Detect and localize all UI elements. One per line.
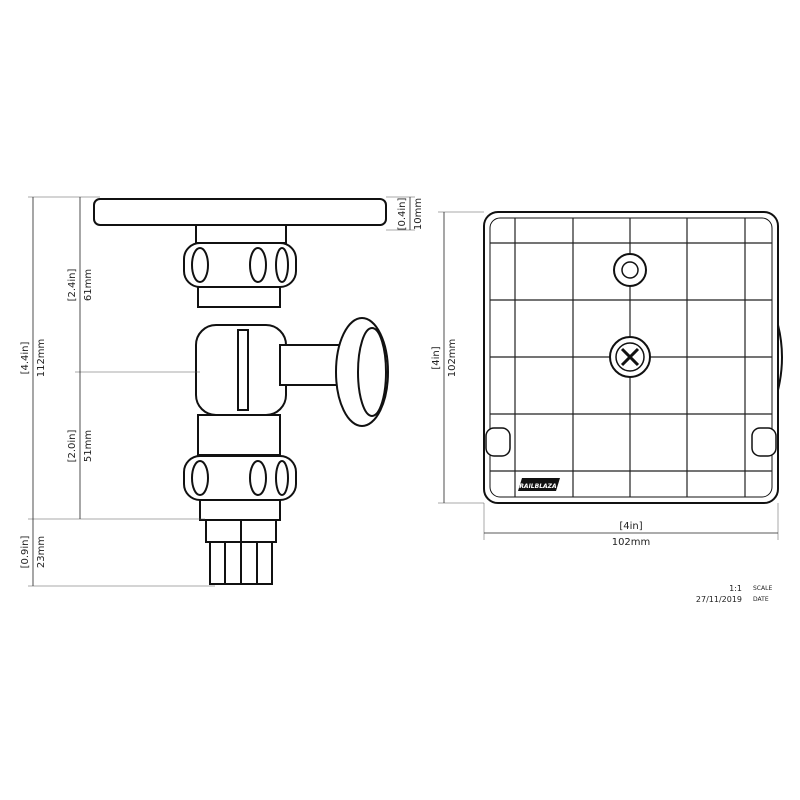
top-view-dimensions: [4in] 102mm [4in] 102mm [431, 211, 779, 548]
base-height-imperial: [0.9in] [20, 535, 31, 568]
base-height-metric: 23mm [36, 536, 47, 568]
overall-height-imperial: [4.4in] [20, 341, 31, 374]
brand-logo-text: RAILBLAZA [519, 483, 557, 490]
plate-width-metric: 102mm [612, 537, 651, 548]
date-label: DATE [753, 596, 769, 603]
plate-thickness-metric: 10mm [413, 198, 424, 230]
upper-height-imperial: [2.4in] [67, 268, 78, 301]
plate-thickness-imperial: [0.4in] [397, 197, 408, 230]
lower-height-imperial: [2.0in] [67, 429, 78, 462]
title-block: 1:1 SCALE 27/11/2019 DATE [696, 584, 773, 604]
brand-logo: RAILBLAZA [518, 478, 560, 491]
overall-height-metric: 112mm [36, 339, 47, 378]
date-value: 27/11/2019 [696, 595, 742, 604]
scale-label: SCALE [753, 585, 772, 592]
upper-height-metric: 61mm [83, 269, 94, 301]
scale-value: 1:1 [729, 584, 742, 593]
side-view-dimensions: [4.4in] 112mm [2.4in] 61mm [2.0in] 51mm … [20, 196, 424, 587]
plate-width-imperial: [4in] [619, 521, 642, 532]
plate-height-metric: 102mm [447, 339, 458, 378]
plate-height-imperial: [4in] [431, 346, 442, 369]
side-view-mount [93, 198, 389, 585]
top-view-plate: RAILBLAZA [483, 211, 783, 504]
screw-icon [609, 336, 651, 378]
lower-height-metric: 51mm [83, 430, 94, 462]
